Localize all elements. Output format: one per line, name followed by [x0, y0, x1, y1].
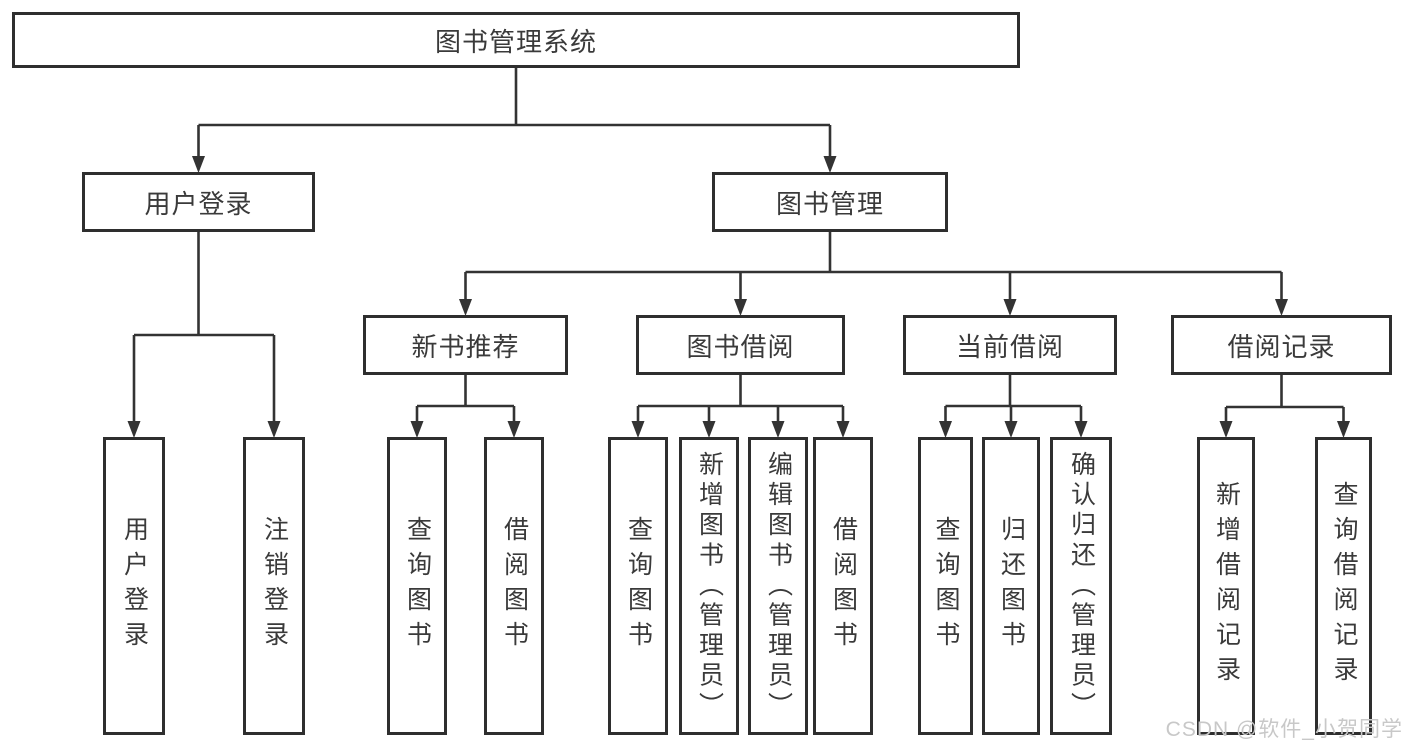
node-borrow-add: 新增图书（管理员）	[679, 437, 739, 735]
node-current: 当前借阅	[903, 315, 1117, 375]
node-borrow: 图书借阅	[636, 315, 845, 375]
node-current-return: 归还图书	[982, 437, 1040, 735]
node-login-user: 用户登录	[103, 437, 165, 735]
watermark: CSDN @软件_小贺同学	[1165, 718, 1403, 741]
node-records-query: 查询借阅记录	[1315, 437, 1372, 735]
node-login: 用户登录	[82, 172, 315, 232]
node-current-query: 查询图书	[918, 437, 973, 735]
node-rec: 新书推荐	[363, 315, 568, 375]
node-login-logout: 注销登录	[243, 437, 305, 735]
node-root: 图书管理系统	[12, 12, 1020, 68]
node-rec-borrow: 借阅图书	[484, 437, 544, 735]
node-borrow-edit: 编辑图书（管理员）	[748, 437, 808, 735]
node-borrow-query: 查询图书	[608, 437, 668, 735]
node-current-confirm: 确认归还（管理员）	[1050, 437, 1112, 735]
node-records: 借阅记录	[1171, 315, 1392, 375]
node-records-add: 新增借阅记录	[1197, 437, 1255, 735]
node-borrow-borrow: 借阅图书	[813, 437, 873, 735]
node-rec-query: 查询图书	[387, 437, 447, 735]
node-manage: 图书管理	[712, 172, 948, 232]
